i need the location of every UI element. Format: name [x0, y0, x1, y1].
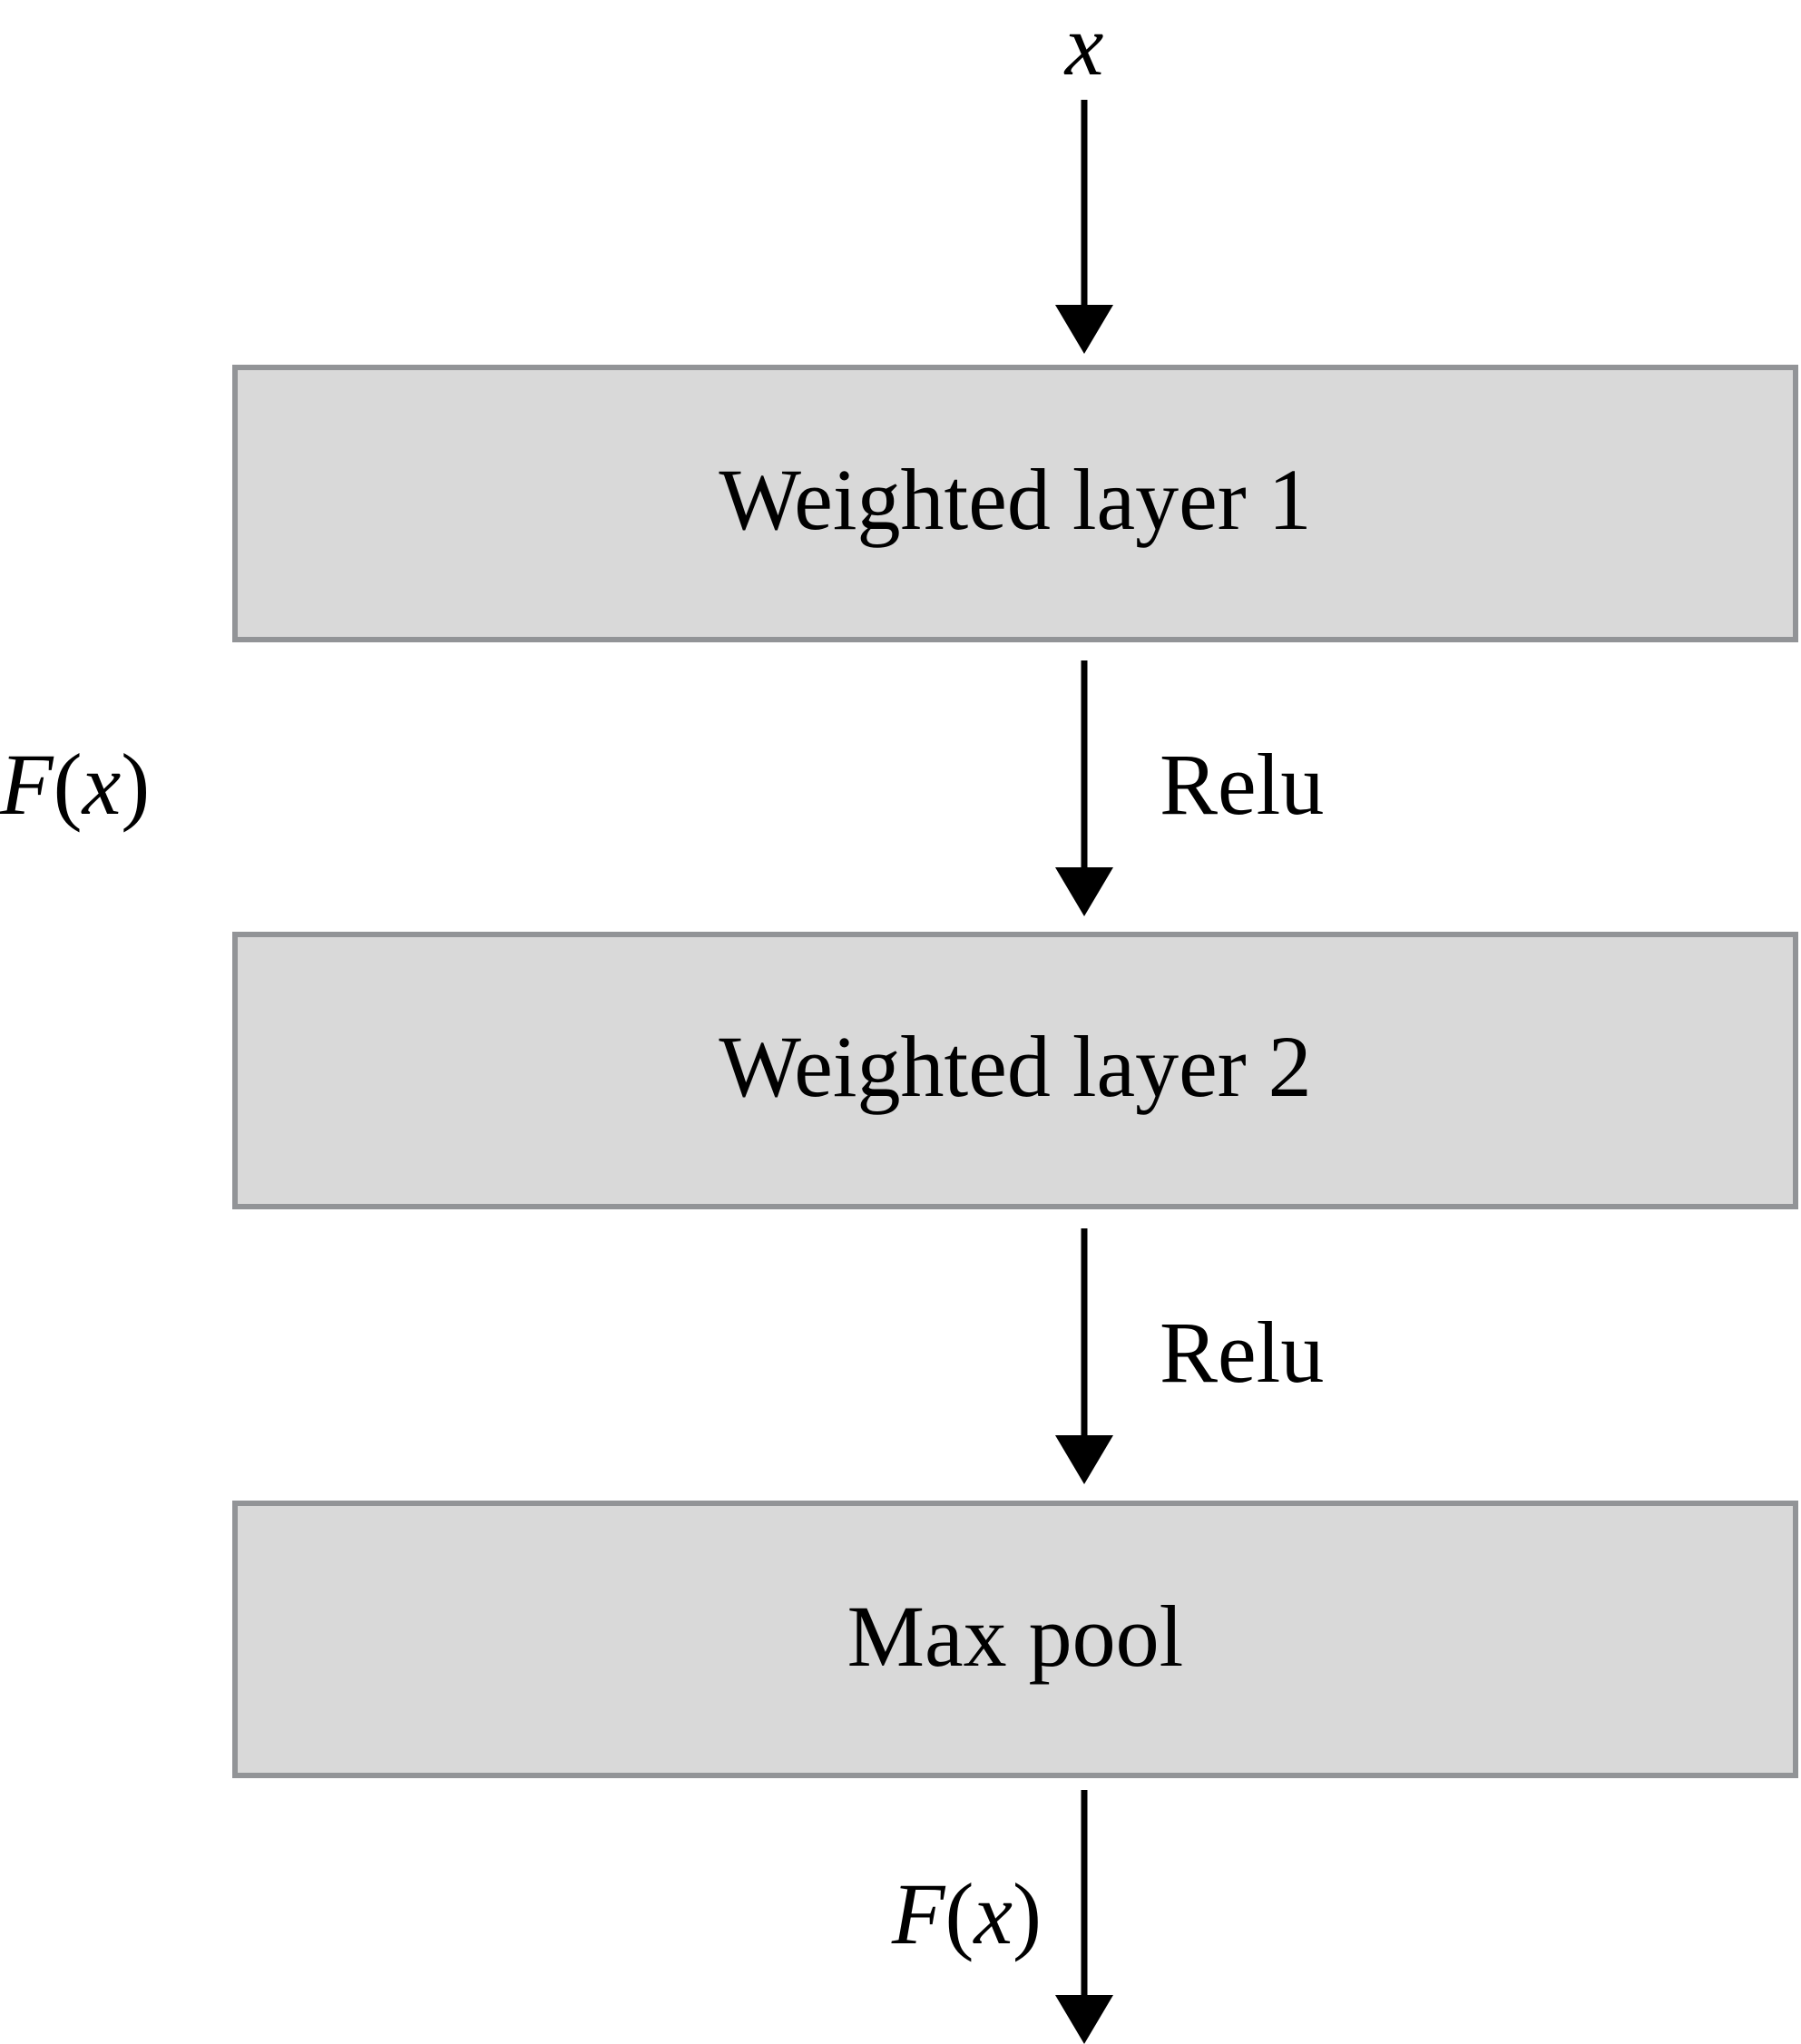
- output-close-paren: ): [1013, 1865, 1042, 1962]
- arrow-layer2-to-maxpool: [1055, 1228, 1113, 1484]
- side-close-paren: ): [121, 736, 150, 833]
- output-func-name: F: [891, 1865, 946, 1962]
- input-var: x: [1063, 0, 1104, 93]
- relu-label-1: Relu: [1160, 736, 1324, 833]
- arrow-input-to-layer1: [1055, 100, 1113, 354]
- side-var: x: [81, 736, 122, 833]
- weighted-layer-1-label: Weighted layer 1: [719, 451, 1311, 548]
- weighted-layer-1-box: Weighted layer 1: [232, 365, 1798, 642]
- arrow-maxpool-to-output: [1055, 1790, 1113, 2044]
- output-var: x: [972, 1865, 1013, 1962]
- max-pool-box: Max pool: [232, 1501, 1798, 1778]
- relu-label-2: Relu: [1160, 1304, 1324, 1401]
- output-open-paren: (: [945, 1865, 974, 1962]
- max-pool-label: Max pool: [847, 1588, 1184, 1685]
- weighted-layer-2-box: Weighted layer 2: [232, 932, 1798, 1209]
- side-open-paren: (: [54, 736, 83, 833]
- side-function-label: F(x): [0, 736, 150, 833]
- arrow-layer1-to-layer2: [1055, 660, 1113, 916]
- input-label: x: [1063, 0, 1104, 93]
- output-function-label: F(x): [891, 1865, 1042, 1962]
- side-func-name: F: [0, 736, 54, 833]
- weighted-layer-2-label: Weighted layer 2: [719, 1018, 1311, 1115]
